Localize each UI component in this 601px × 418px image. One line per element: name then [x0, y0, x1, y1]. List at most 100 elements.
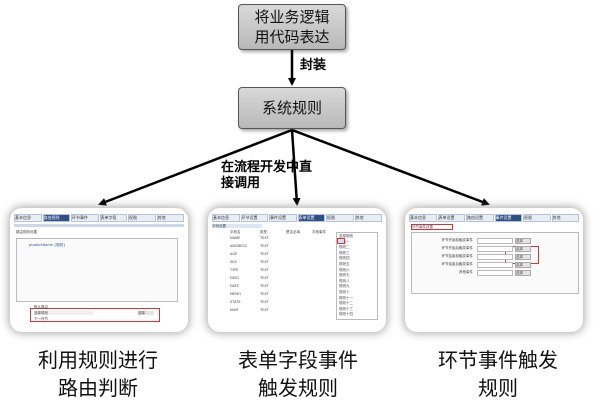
node-event-row-label: 环节结束后触发事件	[441, 262, 474, 266]
direct-call-line2: 接调用	[221, 176, 261, 191]
direct-call-label: 在流程开发中直 接调用	[221, 160, 312, 192]
node-event-input[interactable]	[477, 238, 513, 244]
rule-dropdown-item[interactable]: 规则十四	[339, 312, 353, 317]
rule-dropdown-item[interactable]: 规则十二	[339, 301, 353, 306]
form-header: 字段设置	[212, 224, 262, 228]
node-tab[interactable]: 权限	[523, 214, 551, 222]
node-event-row-label: 环节开始前触发事件	[441, 238, 474, 242]
form-row-name: NAME	[230, 236, 241, 240]
rule-dropdown-item[interactable]: 规则三	[339, 250, 350, 255]
form-tab[interactable]: 其他	[354, 214, 382, 222]
node-event-caption-line2: 规则	[478, 376, 518, 400]
node-tab[interactable]: 其他	[551, 214, 579, 222]
form-tabs: 基本信息 环节设置 事件设置 表单设置 权限 其他	[212, 214, 382, 222]
arrow-to-form-field	[290, 129, 301, 206]
rule-select[interactable]: 选择规则	[34, 311, 94, 315]
business-logic-box: 将业务逻辑 用代码表达	[238, 4, 346, 50]
node-event-row-label: 其他事件	[459, 270, 473, 274]
node-event-input[interactable]	[477, 262, 513, 268]
rule-dropdown-item[interactable]: 规则二	[339, 245, 350, 250]
form-row-type: TEXT	[260, 300, 269, 304]
form-tab[interactable]: 事件设置	[269, 214, 297, 222]
form-row-type: TEXT	[260, 244, 269, 248]
node-event-input[interactable]	[477, 254, 513, 260]
rule-dropdown-item[interactable]: 规则十	[339, 290, 350, 294]
dropdown-highlight	[337, 238, 345, 244]
node-tabs: 基本信息 表单设置 路由设置 事件设置 权限 其他	[409, 214, 579, 222]
next-node-label: 下一环节	[34, 317, 48, 321]
form-row-type: TEXT	[260, 252, 269, 256]
form-field-screenshot: 基本信息 环节设置 事件设置 表单设置 权限 其他 字段设置 字段名 类型 是否…	[208, 208, 386, 332]
rule-dropdown[interactable]: 选择规则规则一规则二规则三规则四规则五规则六规则七规则八规则九规则十规则十一规则…	[336, 232, 378, 320]
form-row-type: TEXT	[260, 236, 269, 240]
node-event-caption-line1: 环节事件触发	[438, 348, 558, 372]
system-rules-text: 系统规则	[261, 99, 322, 117]
rule-dropdown-item[interactable]: 规则十三	[339, 306, 353, 311]
form-row-name: DESC	[230, 276, 240, 280]
col-field-name: 字段名	[230, 230, 241, 234]
form-field-caption-line2: 触发规则	[258, 376, 338, 400]
routing-tab[interactable]: 其他	[156, 214, 184, 222]
form-row-name: SEX	[230, 260, 237, 264]
routing-tab[interactable]: 环节事件	[71, 214, 99, 222]
node-event-row-label: 环节结束前触发事件	[441, 254, 474, 258]
system-rules-box: 系统规则	[238, 87, 346, 129]
node-event-row-label: 环节开始后触发事件	[441, 246, 474, 250]
form-row-name: DATE	[230, 284, 240, 288]
form-row-name: ADDRESS	[230, 244, 247, 248]
routing-tabs: 基本信息 路由规则 环节事件 表单字段 权限 其他	[14, 214, 184, 222]
default-route-checkbox[interactable]: 默认路由	[34, 305, 48, 309]
form-row-name: STATE	[230, 300, 241, 304]
node-event-select-button[interactable]: 选择	[515, 270, 531, 276]
rule-select-button[interactable]: 选择	[138, 311, 154, 315]
form-row-type: TEXT	[260, 292, 269, 296]
node-event-select-button[interactable]: 选择	[515, 254, 531, 260]
rule-dropdown-item[interactable]: 规则五	[339, 262, 350, 266]
node-tab[interactable]: 表单设置	[437, 214, 465, 222]
rule-dropdown-item[interactable]: 规则七	[339, 273, 350, 278]
col-required: 是否必填	[286, 230, 300, 234]
form-row-name: TYPE	[230, 268, 239, 272]
arrow-to-node-event	[291, 128, 490, 206]
col-field-event: 字段事件	[312, 230, 326, 234]
form-row-type: TEXT	[260, 268, 269, 272]
form-tab[interactable]: 基本信息	[212, 214, 240, 222]
rule-dropdown-item[interactable]: 规则九	[339, 284, 350, 289]
rule-dropdown-item[interactable]: 规则十一	[339, 295, 353, 300]
node-tab[interactable]: 事件设置	[494, 214, 522, 222]
node-tab[interactable]: 基本信息	[409, 214, 437, 222]
routing-rule-highlight	[30, 308, 160, 322]
node-event-caption: 环节事件触发 规则	[400, 346, 596, 402]
form-tab[interactable]: 表单设置	[297, 214, 325, 222]
encapsulate-label: 封装	[300, 58, 327, 73]
form-row-type: TEXT	[260, 308, 269, 312]
node-tab[interactable]: 路由设置	[466, 214, 494, 222]
form-row-type: TEXT	[260, 276, 269, 280]
routing-rule-panel: productName {规则}	[16, 238, 178, 302]
routing-header: 路由规则设置	[16, 230, 37, 234]
rule-dropdown-item[interactable]: 规则八	[339, 278, 350, 283]
form-tab[interactable]: 权限	[326, 214, 354, 222]
routing-caption-line2: 路由判断	[58, 376, 138, 400]
rule-dropdown-item[interactable]: 规则四	[339, 256, 350, 261]
rule-dropdown-item[interactable]: 规则六	[339, 267, 350, 272]
node-event-input[interactable]	[477, 246, 513, 252]
routing-caption-line1: 利用规则进行	[38, 348, 158, 372]
node-header: 环节事件设置	[411, 224, 453, 230]
direct-call-line1: 在流程开发中直	[221, 160, 313, 175]
routing-tab[interactable]: 路由规则	[42, 214, 70, 222]
routing-tab[interactable]: 权限	[128, 214, 156, 222]
node-event-select-button[interactable]: 选择	[515, 238, 531, 244]
form-row-name: AGE	[230, 252, 238, 256]
form-row-type: TEXT	[260, 260, 269, 264]
form-tab[interactable]: 环节设置	[240, 214, 268, 222]
rule-dropdown-item[interactable]: 选择规则	[339, 234, 353, 238]
node-event-select-button[interactable]: 选择	[515, 246, 531, 252]
routing-tab[interactable]: 基本信息	[14, 214, 42, 222]
routing-tab[interactable]: 表单字段	[99, 214, 127, 222]
form-field-caption: 表单字段事件 触发规则	[200, 346, 396, 402]
node-event-input[interactable]	[477, 270, 513, 276]
node-event-select-button[interactable]: 选择	[515, 262, 531, 268]
form-row-name: MEMO	[230, 292, 242, 296]
